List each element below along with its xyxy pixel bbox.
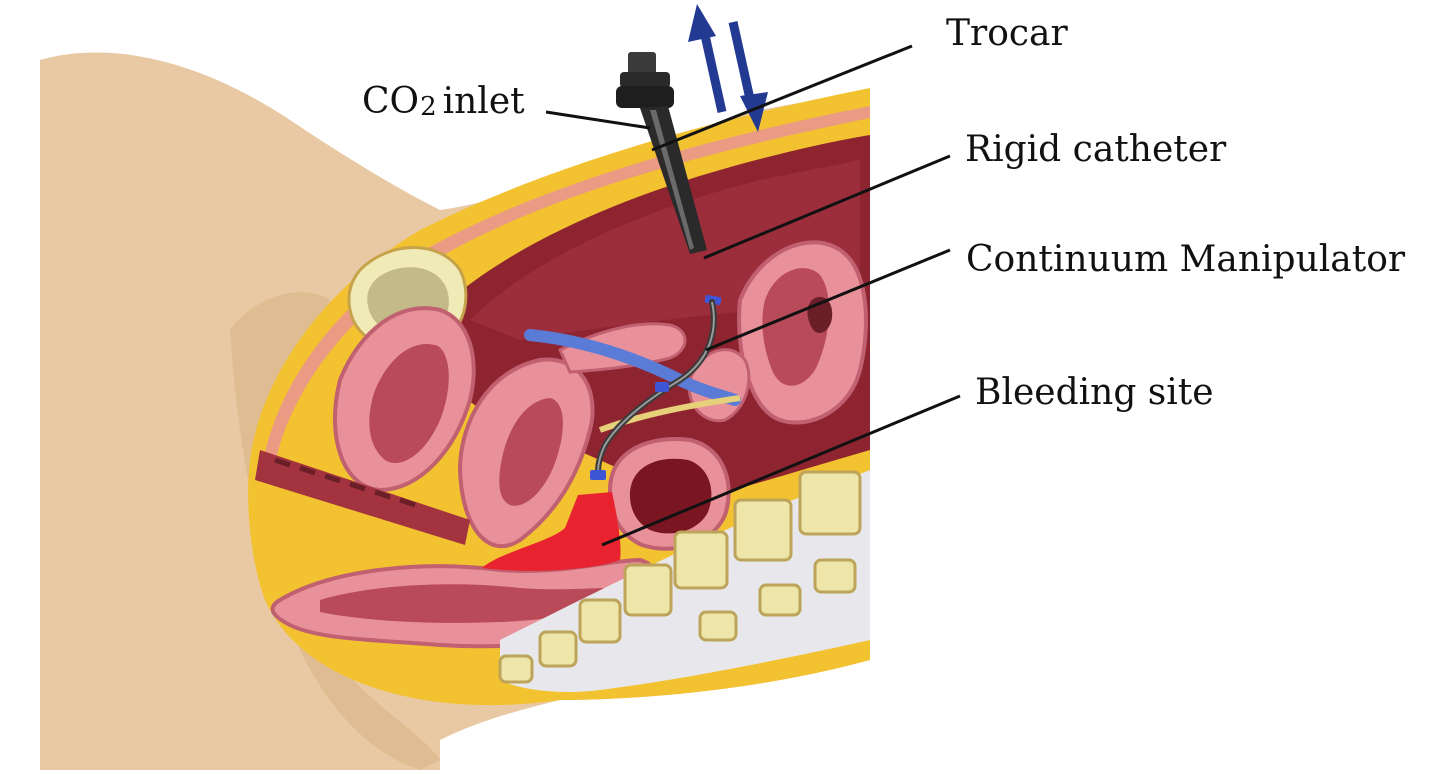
leader-lines [545, 44, 961, 547]
spinal-process [698, 610, 738, 642]
vaginal-canal [255, 450, 470, 545]
bleeding-site-label: Bleeding site [975, 372, 1214, 413]
ligament [598, 395, 741, 433]
arrow-up-head [688, 4, 716, 42]
blood-vessel [524, 329, 741, 406]
spinal-process [813, 558, 857, 594]
leader-rigid-catheter [703, 154, 951, 260]
small-bowel-fold [762, 268, 830, 386]
continuum-manipulator-highlight [597, 301, 715, 473]
spinal-process [758, 583, 802, 617]
bleeding-region [482, 492, 621, 571]
vertebra [798, 470, 862, 536]
manipulator-joint [655, 382, 669, 392]
arrow-down-head [740, 92, 768, 132]
co2-label-subscript: 2 [420, 92, 437, 122]
trocar-collar [620, 72, 670, 88]
arrow-up-shaft [698, 25, 727, 113]
leader-trocar [651, 44, 913, 152]
trocar-cap [628, 52, 656, 74]
trocar-head [616, 86, 674, 108]
manipulator-tip [590, 470, 606, 480]
rectum-lumen [320, 584, 625, 623]
vertebra [578, 598, 622, 644]
leader-continuum [705, 248, 951, 352]
fallopian-tube [558, 322, 687, 374]
uterus-cavity [499, 398, 563, 506]
co2-label-suffix: inlet [442, 81, 525, 122]
vertebra [733, 498, 793, 562]
rigid-catheter-label: Rigid catheter [965, 129, 1227, 170]
trocar-label: Trocar [946, 13, 1068, 54]
vertebra [623, 563, 673, 617]
continuum-manipulator-label: Continuum Manipulator [966, 239, 1406, 280]
motion-arrows [688, 4, 768, 132]
bladder-lumen [369, 344, 449, 464]
leader-bleeding [601, 394, 961, 547]
leader-co2 [545, 110, 651, 130]
co2-label-main: CO [362, 81, 420, 122]
vertebra [498, 654, 534, 684]
arrow-down-shaft [728, 21, 757, 109]
vaginal-rugae [274, 457, 416, 508]
vertebra [538, 630, 578, 668]
colon-lumen [629, 458, 712, 534]
vertebra [673, 530, 729, 590]
